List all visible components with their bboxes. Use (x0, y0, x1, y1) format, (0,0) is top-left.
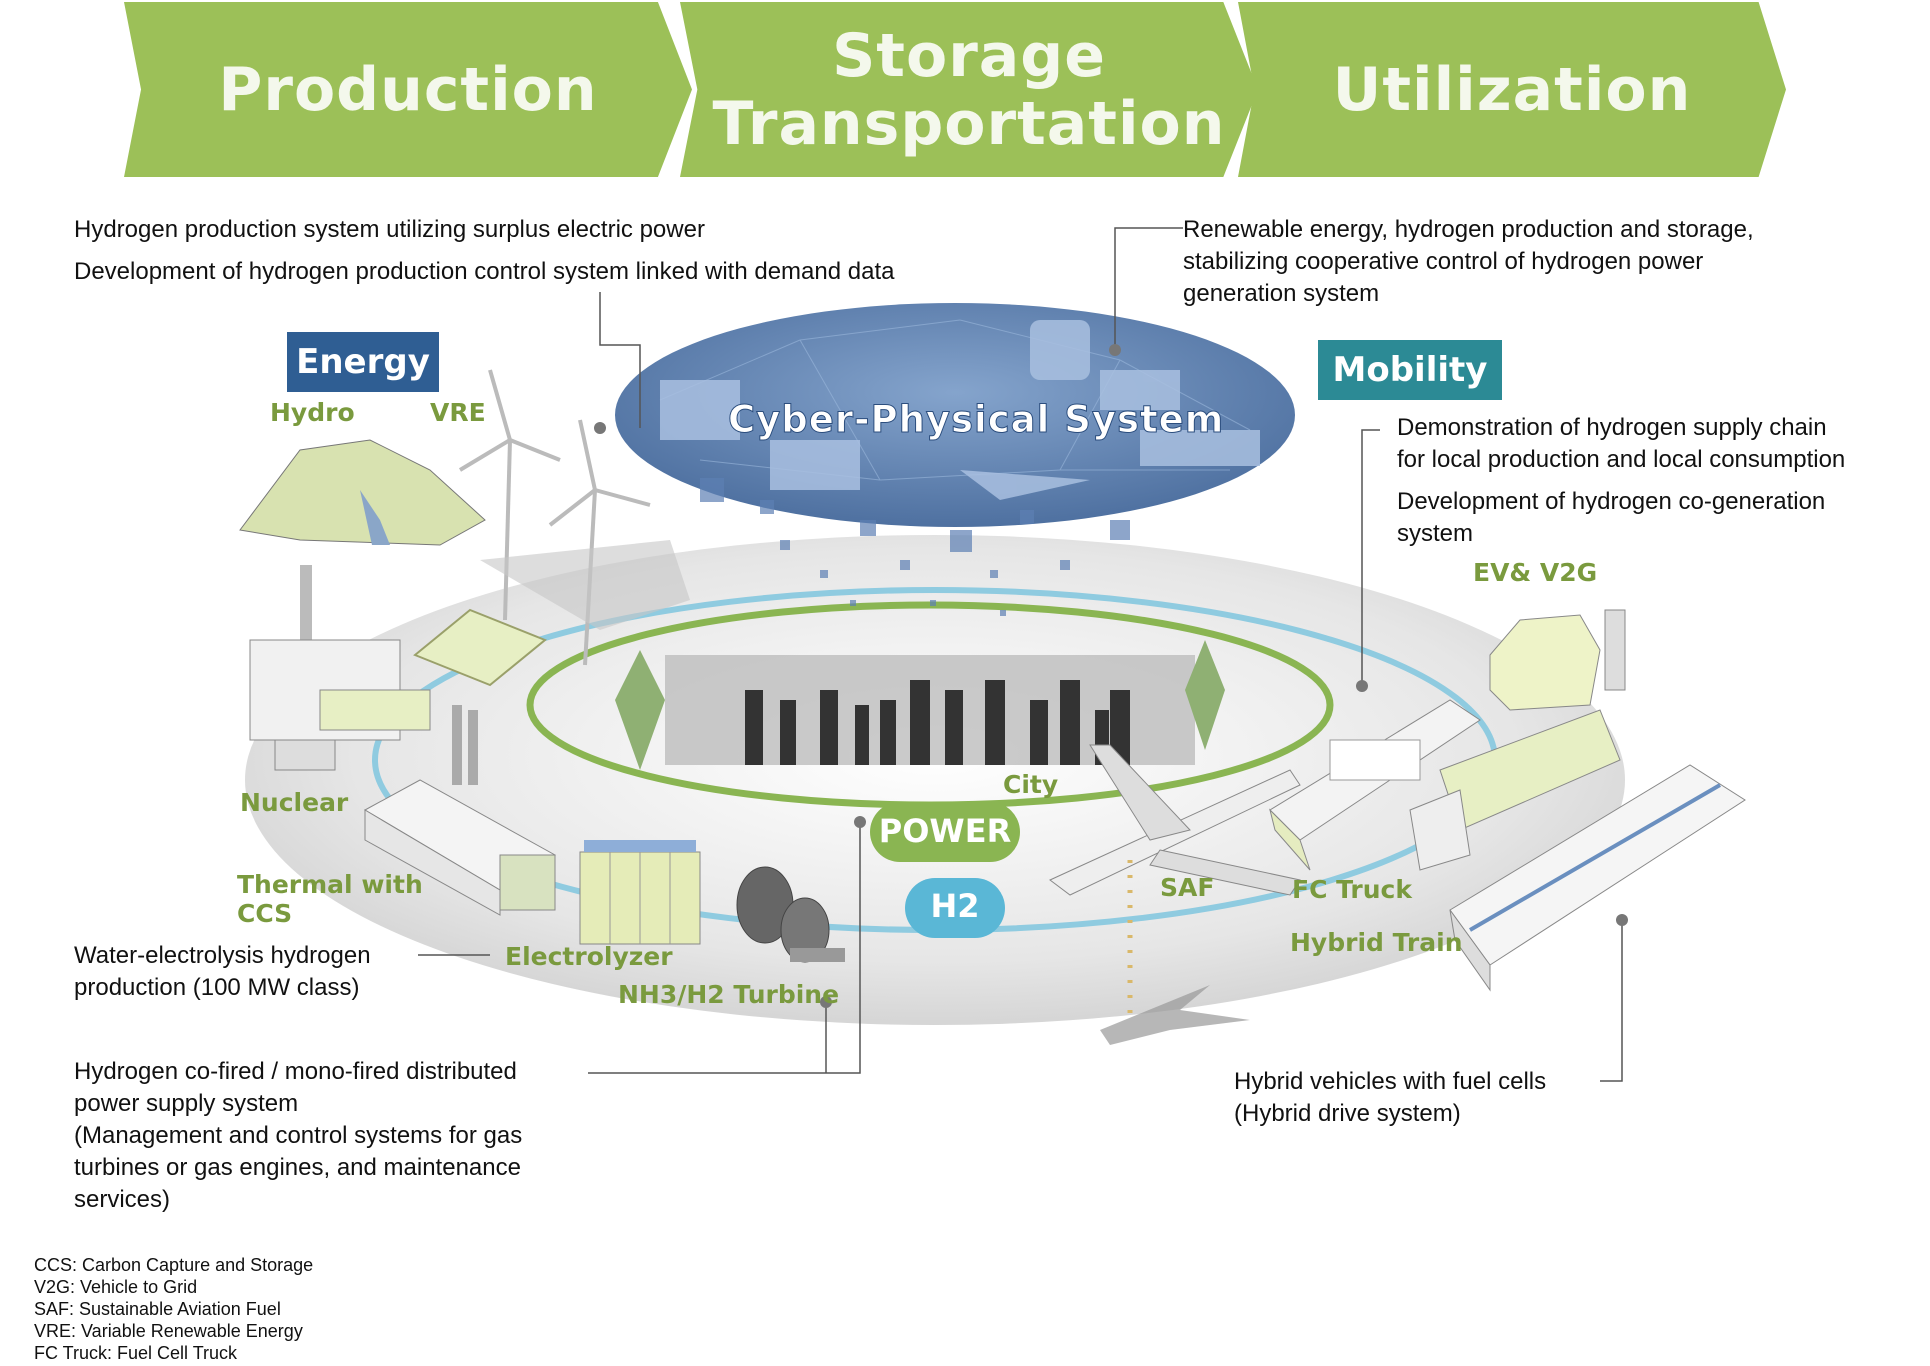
thermal-label: Thermal with CCS (237, 870, 423, 928)
production-note-line1: Hydrogen production system utilizing sur… (74, 216, 705, 243)
cps-factory-icon (660, 380, 740, 440)
cofired-note-line2: power supply system (74, 1090, 299, 1117)
ship-icon (1269, 699, 1481, 871)
fc-truck-label: FC Truck (1292, 875, 1413, 904)
mobility-badge: Mobility (1318, 340, 1502, 400)
abbreviation-legend: CCS: Carbon Capture and Storage V2G: Veh… (34, 1254, 313, 1364)
trees-icon (615, 640, 1225, 770)
power-label: POWER (878, 812, 1012, 850)
hybrid-train-label: Hybrid Train (1290, 928, 1463, 957)
turbine-label: NH3/H2 Turbine (618, 980, 840, 1009)
mobility-note-line3: Development of hydrogen co-generation (1397, 488, 1826, 515)
cofired-note-line1: Hydrogen co-fired / mono-fired distribut… (74, 1058, 517, 1085)
legend-vre: VRE: Variable Renewable Energy (34, 1321, 303, 1341)
nuclear-plant-icon (249, 565, 431, 771)
mobility-note-line4: system (1397, 520, 1474, 547)
utilization-stage-banner: Utilization (1238, 2, 1786, 177)
hybrid-note-line2: (Hybrid drive system) (1234, 1100, 1461, 1127)
legend-saf: SAF: Sustainable Aviation Fuel (34, 1299, 281, 1319)
cps-train-icon (1140, 430, 1260, 466)
legend-fc-truck: FC Truck: Fuel Cell Truck (34, 1343, 238, 1363)
production-stage-label: Production (218, 54, 598, 125)
cps-note: Renewable energy, hydrogen production an… (1183, 214, 1754, 310)
cps-note-line3: generation system (1183, 280, 1380, 307)
power-badge (870, 802, 1020, 862)
cps-plane-icon (960, 470, 1090, 500)
production-note-line2: Development of hydrogen production contr… (74, 258, 895, 285)
electrolysis-note-line1: Water-electrolysis hydrogen (74, 942, 371, 969)
solar-panel-icon (413, 608, 547, 687)
cofired-note: Hydrogen co-fired / mono-fired distribut… (74, 1056, 522, 1216)
cofired-note-line5: services) (74, 1186, 171, 1213)
city-label: City (1003, 770, 1059, 799)
saf-label: SAF (1160, 873, 1215, 902)
utilization-stage-label: Utilization (1332, 54, 1692, 125)
production-stage-banner: Production (124, 2, 692, 177)
leader-lines (418, 227, 1623, 1082)
ev-vehicle-icon (1489, 609, 1626, 711)
cps-building-icon (770, 440, 860, 490)
airplane-icon (1049, 744, 1301, 896)
cps-bus-icon (1030, 320, 1090, 380)
leader-dots (594, 344, 1628, 1008)
energy-badge: Energy (287, 332, 439, 392)
hydro-mountain-icon (239, 439, 486, 546)
mobility-note-line2: for local production and local consumpti… (1397, 446, 1846, 473)
thermal-plant-icon (363, 705, 556, 916)
mobility-note: Demonstration of hydrogen supply chain f… (1397, 412, 1845, 550)
hybrid-note-line1: Hybrid vehicles with fuel cells (1234, 1068, 1547, 1095)
turbine-icon (736, 866, 845, 963)
hydro-waterfall-icon (360, 490, 390, 545)
transportation-stage-label: Transportation (712, 88, 1226, 159)
electrolyzer-label: Electrolyzer (505, 942, 673, 971)
data-squares (700, 478, 1130, 616)
storage-transportation-stage-banner: Storage Transportation (680, 2, 1258, 177)
turbine-shadow (480, 540, 690, 630)
fc-truck-icon (1409, 709, 1621, 871)
electrolysis-note: Water-electrolysis hydrogen production (… (74, 940, 371, 1004)
legend-ccs: CCS: Carbon Capture and Storage (34, 1255, 314, 1275)
hybrid-train-icon (1449, 764, 1746, 992)
thermal-label-line1: Thermal with (237, 870, 423, 899)
legend-v2g: V2G: Vehicle to Grid (34, 1277, 198, 1297)
storage-stage-label: Storage (832, 20, 1106, 91)
mobility-note-line1: Demonstration of hydrogen supply chain (1397, 414, 1827, 441)
cps-objects (660, 320, 1260, 500)
production-note: Hydrogen production system utilizing sur… (74, 214, 894, 288)
cofired-note-line4: turbines or gas engines, and maintenance (74, 1154, 521, 1181)
h2-label: H2 (930, 887, 980, 925)
electrolysis-note-line2: production (100 MW class) (74, 974, 360, 1001)
cps-note-line1: Renewable energy, hydrogen production an… (1183, 216, 1754, 243)
nuclear-label: Nuclear (240, 788, 349, 817)
cps-note-line2: stabilizing cooperative control of hydro… (1183, 248, 1704, 275)
h2-badge (905, 878, 1005, 938)
airplane-shadow-icon (1100, 985, 1250, 1045)
people-silhouettes (745, 680, 1130, 765)
hybrid-note: Hybrid vehicles with fuel cells (Hybrid … (1234, 1066, 1546, 1130)
vre-label: VRE (430, 398, 486, 427)
cofired-note-line3: (Management and control systems for gas (74, 1122, 523, 1149)
cps-label: Cyber-Physical System (727, 398, 1225, 442)
thermal-label-line2: CCS (237, 899, 293, 928)
hydro-label: Hydro (270, 398, 355, 427)
electrolyzer-icon (579, 840, 701, 945)
ev-v2g-label: EV& V2G (1473, 558, 1598, 587)
cps-truck-icon (1100, 370, 1180, 410)
